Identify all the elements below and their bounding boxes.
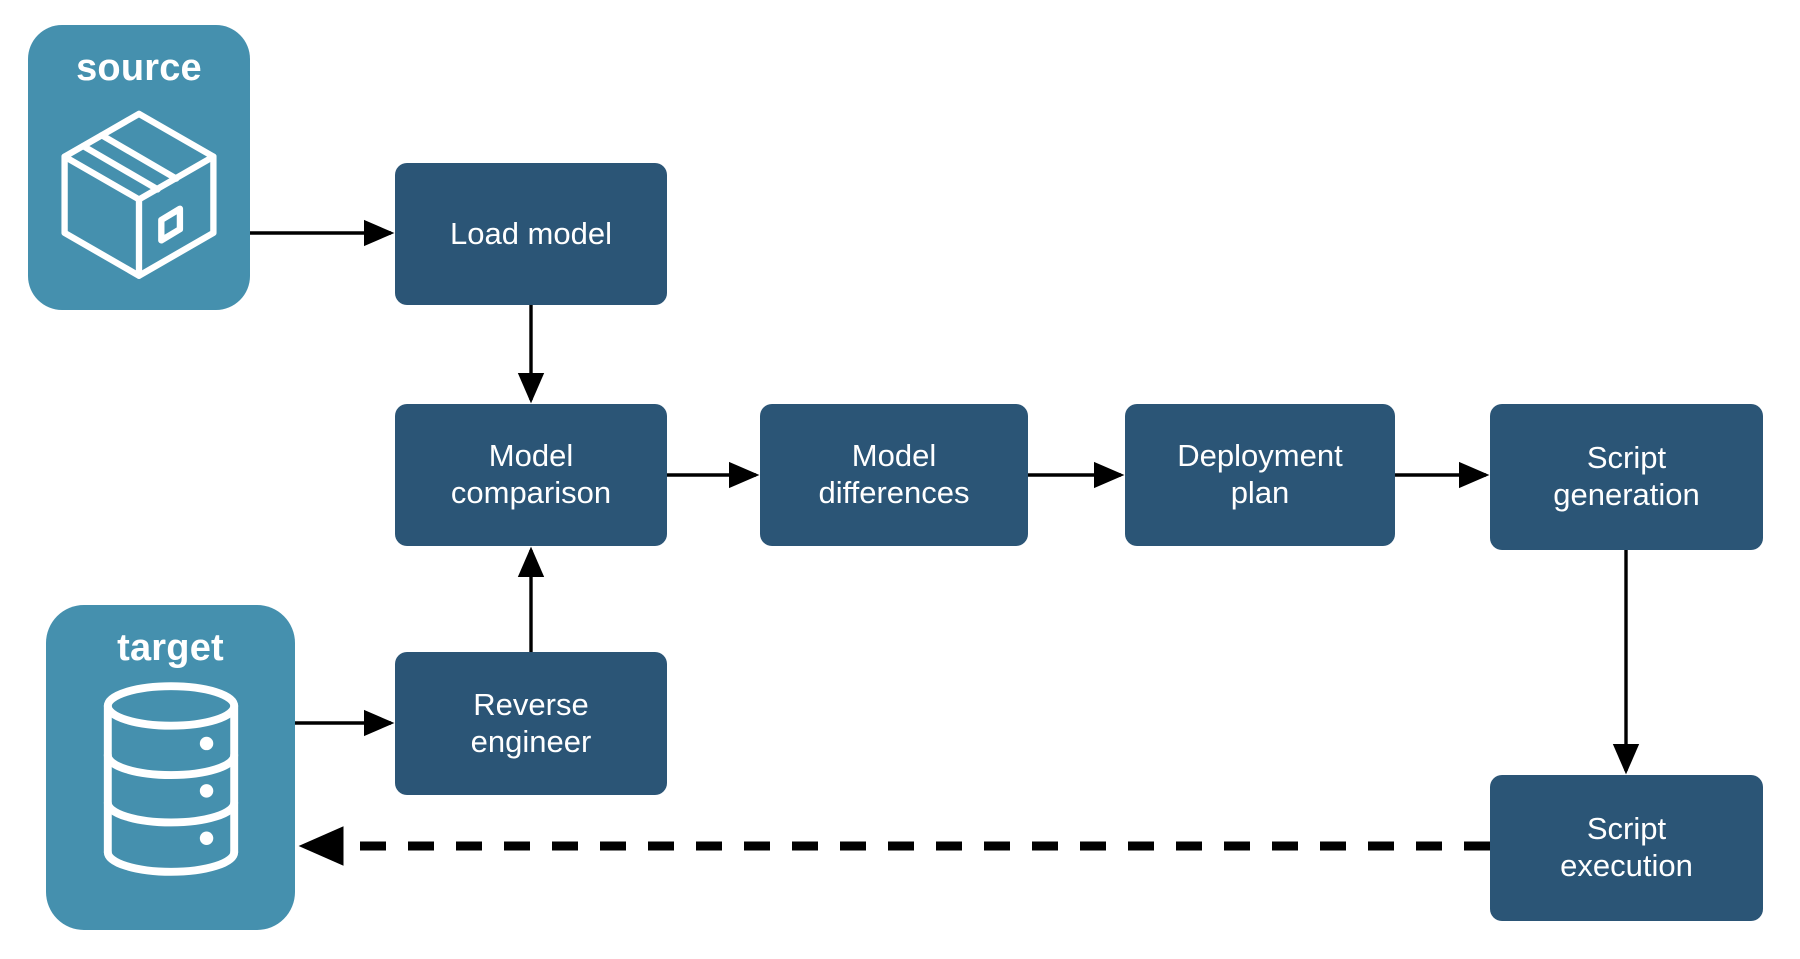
process-script-execution-label: Script execution xyxy=(1560,811,1693,883)
process-script-generation[interactable]: Script generation xyxy=(1490,404,1763,550)
process-model-comparison-label: Model comparison xyxy=(450,438,612,510)
process-load-model[interactable]: Load model xyxy=(395,163,667,305)
database-cylinder-icon xyxy=(92,679,250,884)
process-reverse-engineer-label: Reverse engineer xyxy=(470,686,592,759)
endpoint-target-label: target xyxy=(117,627,224,669)
process-deployment-plan-label: Deployment plan xyxy=(1177,438,1343,510)
endpoint-source-label: source xyxy=(76,47,202,89)
endpoint-target[interactable]: target xyxy=(46,605,295,930)
process-model-differences[interactable]: Model differences xyxy=(760,404,1028,546)
process-script-generation-label: Script generation xyxy=(1553,440,1700,512)
process-deployment-plan[interactable]: Deployment plan xyxy=(1125,404,1395,546)
process-model-differences-label: Model differences xyxy=(818,438,970,510)
process-reverse-engineer[interactable]: Reverse engineer xyxy=(395,652,667,795)
process-load-model-label: Load model xyxy=(449,215,612,251)
package-box-icon xyxy=(46,99,232,290)
endpoint-source[interactable]: source xyxy=(28,25,250,310)
process-model-comparison[interactable]: Model comparison xyxy=(395,404,667,546)
process-script-execution[interactable]: Script execution xyxy=(1490,775,1763,921)
